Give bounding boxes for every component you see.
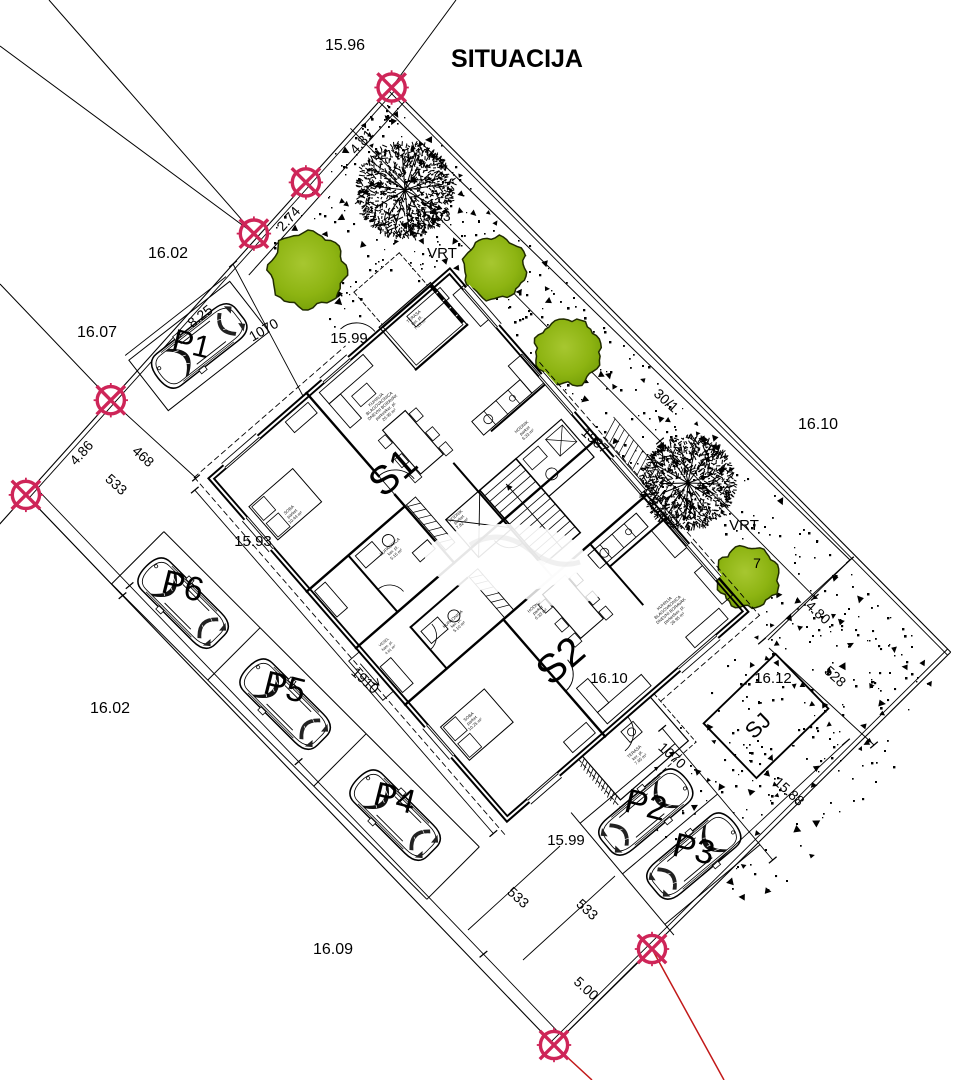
svg-text:16.02: 16.02: [90, 700, 130, 717]
svg-text:7: 7: [753, 555, 761, 571]
svg-text:VRT: VRT: [427, 245, 457, 262]
svg-text:16.10: 16.10: [798, 416, 838, 433]
svg-text:SOBA: SOBA: [462, 711, 474, 723]
svg-text:SOBA: SOBA: [283, 504, 295, 516]
svg-text:15.93: 15.93: [234, 533, 272, 550]
svg-text:5.03: 5.03: [423, 208, 450, 224]
svg-text:16.07: 16.07: [77, 324, 117, 341]
svg-text:16.12: 16.12: [754, 670, 792, 687]
svg-text:16.09: 16.09: [313, 941, 353, 958]
svg-text:15.96: 15.96: [325, 37, 365, 54]
svg-text:4.61 m²: 4.61 m²: [384, 644, 397, 656]
svg-text:16.10: 16.10: [590, 670, 628, 687]
svg-text:SITUACIJA: SITUACIJA: [451, 45, 583, 73]
svg-text:15.99: 15.99: [330, 330, 368, 347]
svg-text:16.02: 16.02: [148, 245, 188, 262]
svg-text:VRT: VRT: [729, 517, 759, 534]
svg-text:15.99: 15.99: [547, 832, 585, 849]
svg-text:VESEL: VESEL: [378, 637, 390, 648]
svg-text:kam. pl.: kam. pl.: [381, 640, 394, 652]
